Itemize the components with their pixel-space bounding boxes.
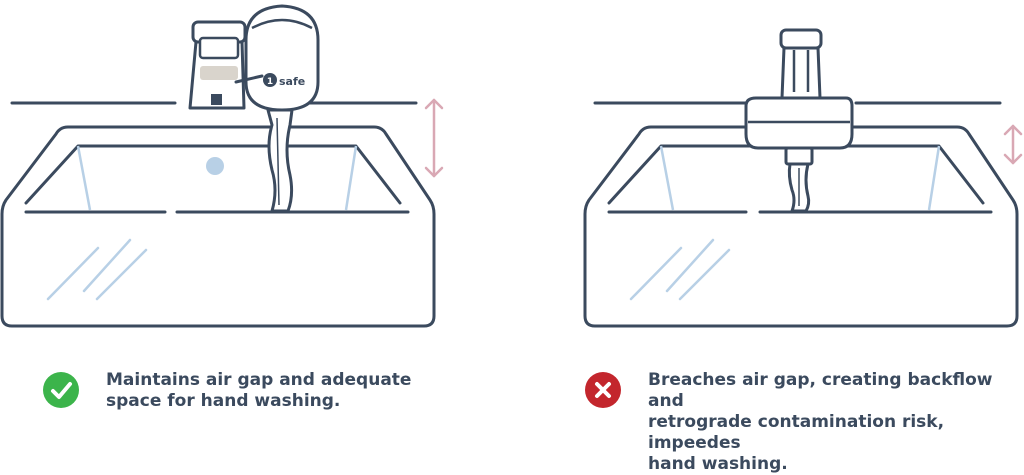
caption-left-text: Maintains air gap and adequate space for…	[106, 370, 412, 411]
right-sink-body	[583, 125, 1019, 328]
right-reflection	[629, 246, 683, 301]
left-basin-wall	[76, 145, 92, 211]
caption-right-text: Breaches air gap, creating backflow and …	[648, 370, 993, 474]
right-basin-wall-right	[927, 145, 941, 211]
left-reflection	[46, 246, 100, 301]
left-water-stream	[266, 108, 294, 213]
right-clearance-arrow	[1003, 124, 1023, 165]
brand-logo-icon	[263, 73, 277, 87]
left-clearance-arrow	[424, 98, 444, 178]
right-water-filter	[744, 96, 854, 166]
x-icon	[585, 372, 621, 408]
right-reflection	[665, 238, 715, 293]
brand-logo-text: safe	[279, 75, 305, 88]
caption-left: Maintains air gap and adequate space for…	[43, 370, 423, 412]
caption-right: Breaches air gap, creating backflow and …	[585, 370, 1021, 475]
right-basin-wall	[659, 145, 675, 211]
brand-logo-number: 1	[267, 77, 273, 87]
left-faucet	[188, 20, 247, 110]
left-drain	[206, 157, 224, 175]
check-icon	[43, 372, 79, 408]
right-sink-scene	[583, 28, 1023, 328]
right-faucet	[779, 28, 823, 100]
left-basin-rim	[24, 144, 402, 205]
left-sink-scene: 1 safe	[0, 4, 444, 328]
right-reflection	[678, 248, 731, 301]
left-reflection	[82, 238, 132, 293]
left-sink-body	[0, 125, 436, 328]
left-water-filter: 1 safe	[234, 4, 320, 112]
left-basin-wall-right	[344, 145, 358, 211]
comparison-illustration: 1 safe	[0, 4, 1023, 328]
left-reflection	[95, 248, 148, 301]
